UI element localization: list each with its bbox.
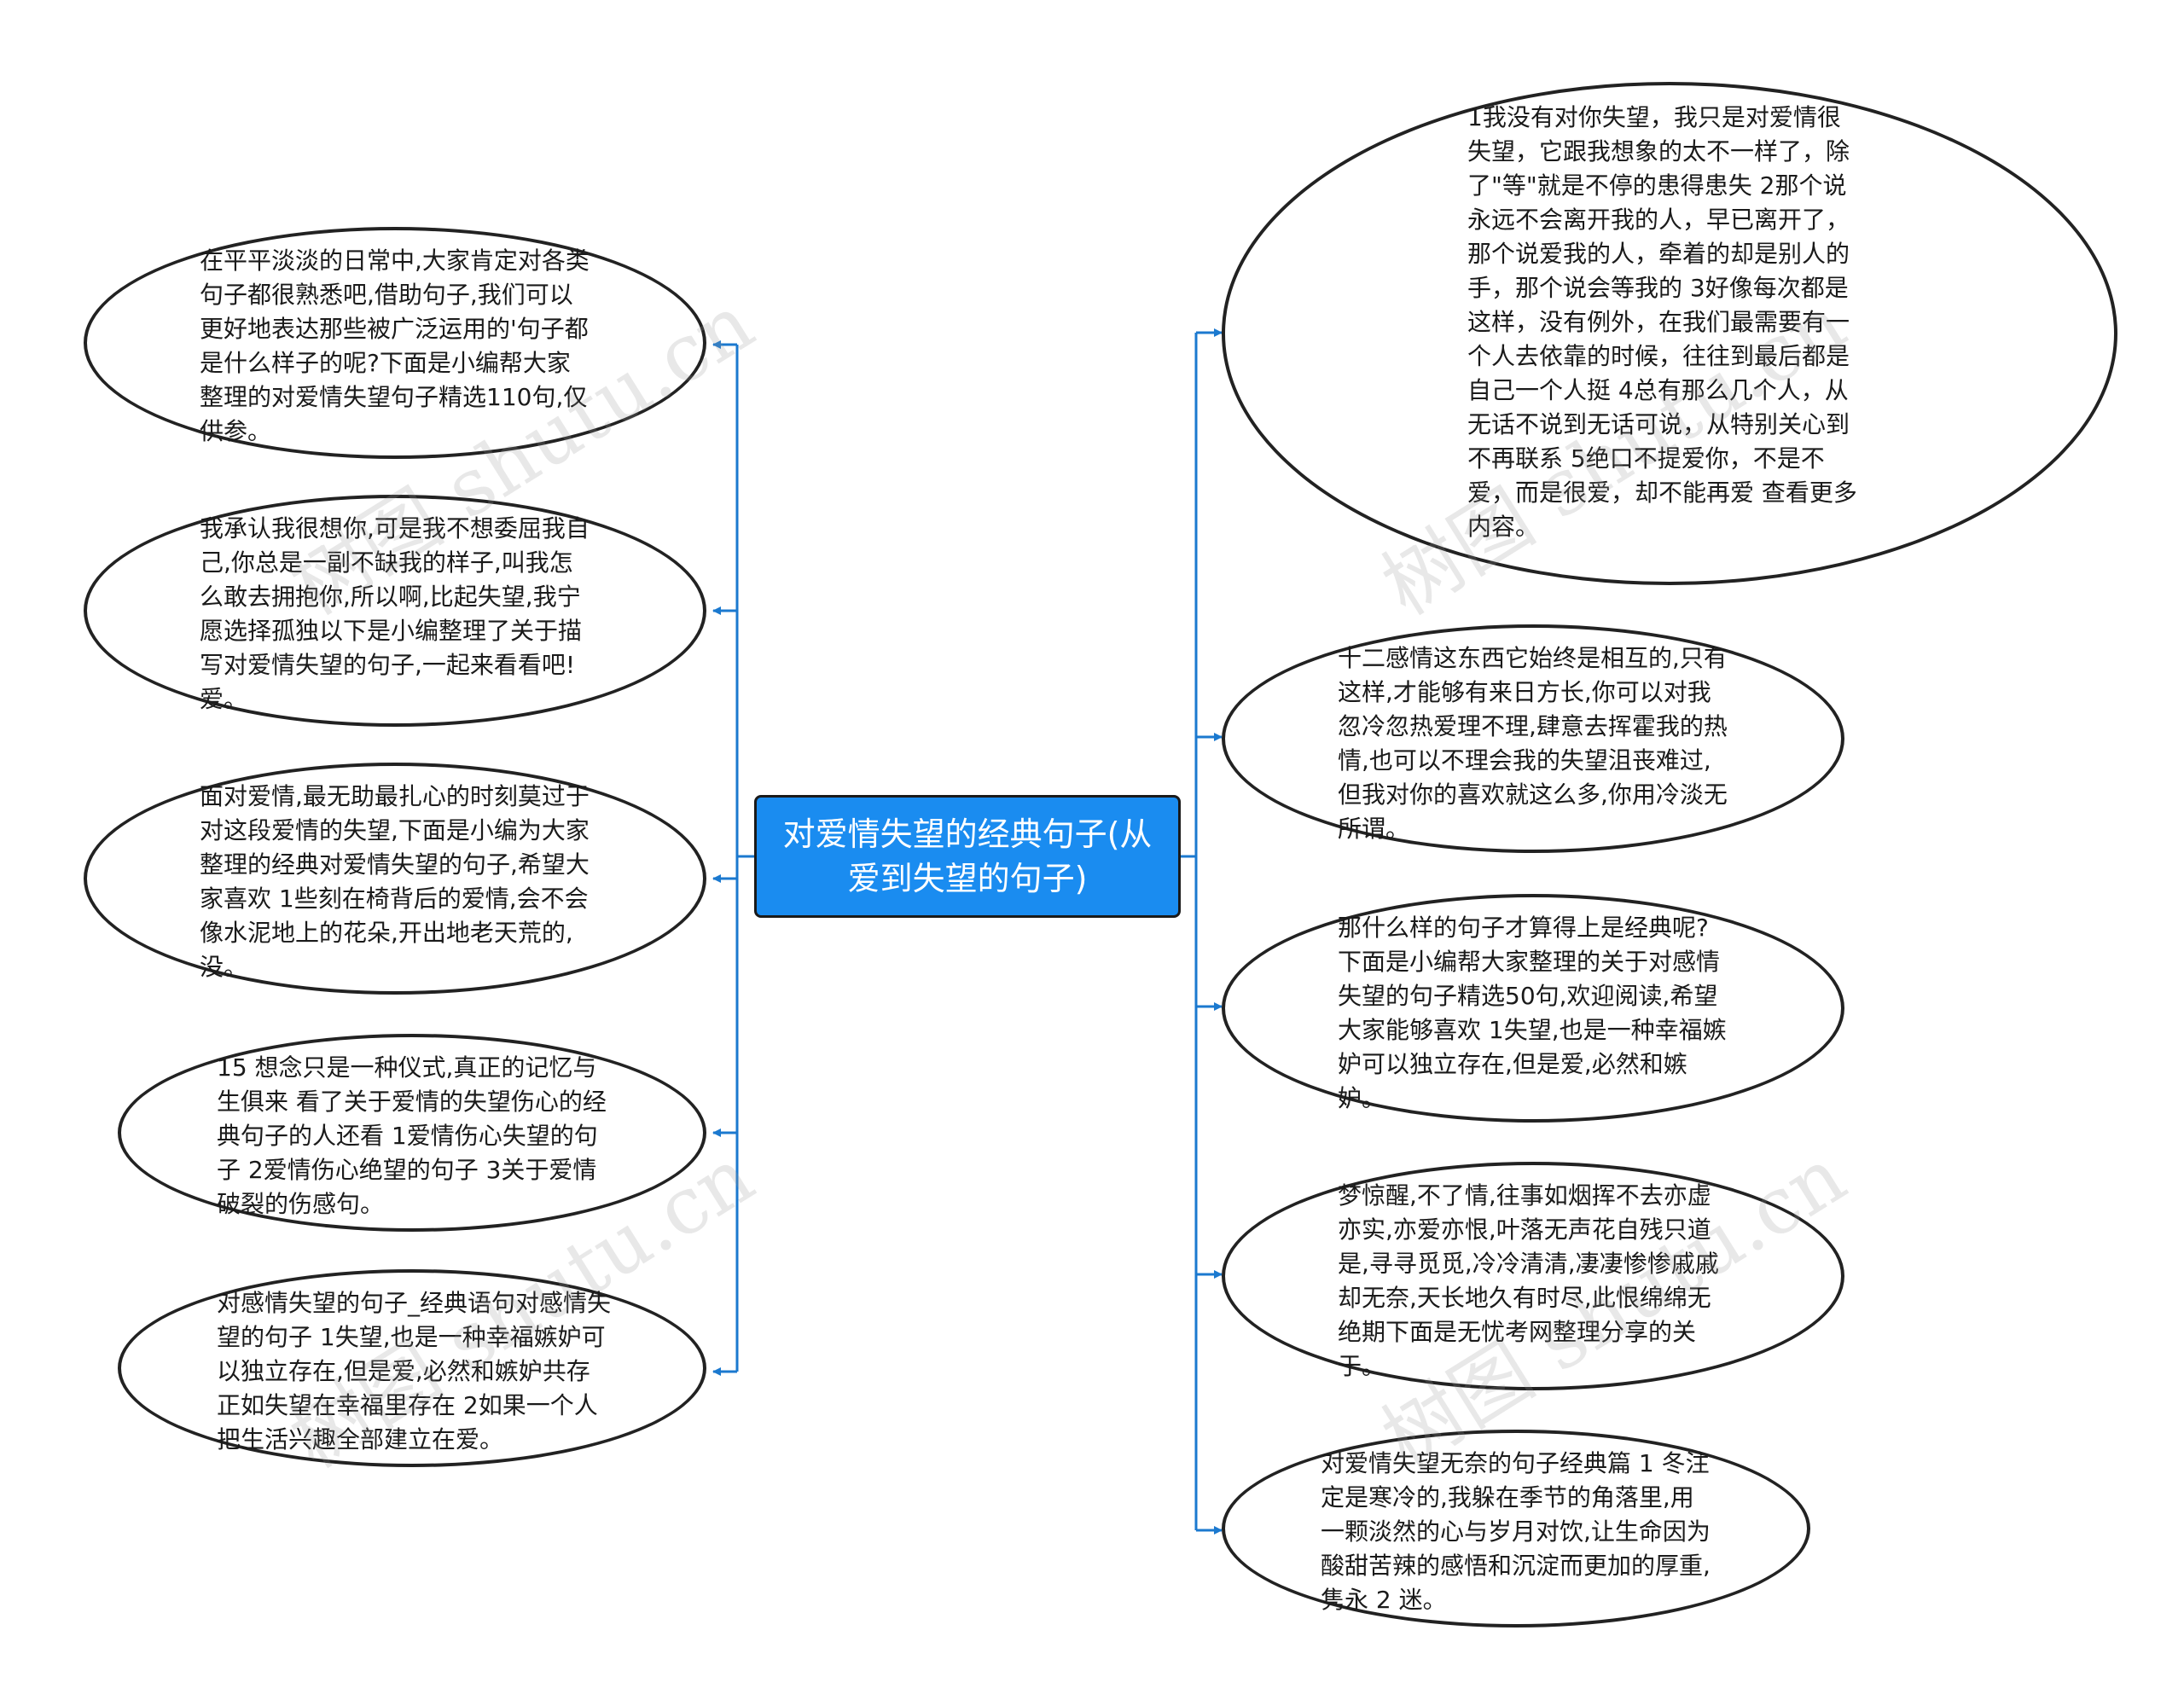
right-node-2[interactable]: 十二感情这东西它始终是相互的,只有这样,才能够有来日方长,你可以对我忽冷忽热爱理… (1222, 624, 1844, 853)
right-node-2-text: 十二感情这东西它始终是相互的,只有这样,才能够有来日方长,你可以对我忽冷忽热爱理… (1338, 644, 1728, 843)
left-node-5[interactable]: 对感情失望的句子_经典语句对感情失望的句子 1失望,也是一种幸福嫉妒可以独立存在… (118, 1269, 706, 1467)
right-node-3[interactable]: 那什么样的句子才算得上是经典呢?下面是小编帮大家整理的关于对感情失望的句子精选5… (1222, 894, 1844, 1123)
left-node-4[interactable]: 15 想念只是一种仪式,真正的记忆与生俱来 看了关于爱情的失望伤心的经典句子的人… (118, 1034, 706, 1232)
root-node[interactable]: 对爱情失望的经典句子(从爱到失望的句子) (754, 795, 1181, 918)
left-node-1-text: 在平平淡淡的日常中,大家肯定对各类句子都很熟悉吧,借助句子,我们可以更好地表达那… (200, 247, 590, 445)
right-node-1-text: 1我没有对你失望，我只是对爱情很失望，它跟我想象的太不一样了，除了"等"就是不停… (1467, 103, 1857, 541)
left-node-5-text: 对感情失望的句子_经典语句对感情失望的句子 1失望,也是一种幸福嫉妒可以独立存在… (217, 1289, 612, 1453)
left-node-2-text: 我承认我很想你,可是我不想委屈我自己,你总是一副不缺我的样子,叫我怎么敢去拥抱你… (200, 514, 590, 713)
right-node-5-text: 对爱情失望无奈的句子经典篇 1 冬注定是寒冷的,我躲在季节的角落里,用一颗淡然的… (1321, 1449, 1711, 1614)
right-node-4-text: 梦惊醒,不了情,往事如烟挥不去亦虚亦实,亦爱亦恨,叶落无声花自残只道是,寻寻觅觅… (1338, 1181, 1719, 1380)
right-node-3-text: 那什么样的句子才算得上是经典呢?下面是小编帮大家整理的关于对感情失望的句子精选5… (1338, 914, 1727, 1112)
left-node-3[interactable]: 面对爱情,最无助最扎心的时刻莫过于对这段爱情的失望,下面是小编为大家整理的经典对… (84, 763, 706, 995)
left-node-3-text: 面对爱情,最无助最扎心的时刻莫过于对这段爱情的失望,下面是小编为大家整理的经典对… (200, 782, 590, 981)
right-node-1[interactable]: 1我没有对你失望，我只是对爱情很失望，它跟我想象的太不一样了，除了"等"就是不停… (1222, 82, 2117, 585)
left-node-1[interactable]: 在平平淡淡的日常中,大家肯定对各类句子都很熟悉吧,借助句子,我们可以更好地表达那… (84, 227, 706, 459)
root-label: 对爱情失望的经典句子(从爱到失望的句子) (782, 815, 1153, 897)
left-node-4-text: 15 想念只是一种仪式,真正的记忆与生俱来 看了关于爱情的失望伤心的经典句子的人… (217, 1053, 607, 1218)
right-node-5[interactable]: 对爱情失望无奈的句子经典篇 1 冬注定是寒冷的,我躲在季节的角落里,用一颗淡然的… (1222, 1430, 1810, 1627)
right-node-4[interactable]: 梦惊醒,不了情,往事如烟挥不去亦虚亦实,亦爱亦恨,叶落无声花自残只道是,寻寻觅觅… (1222, 1162, 1844, 1390)
left-node-2[interactable]: 我承认我很想你,可是我不想委屈我自己,你总是一副不缺我的样子,叫我怎么敢去拥抱你… (84, 495, 706, 727)
